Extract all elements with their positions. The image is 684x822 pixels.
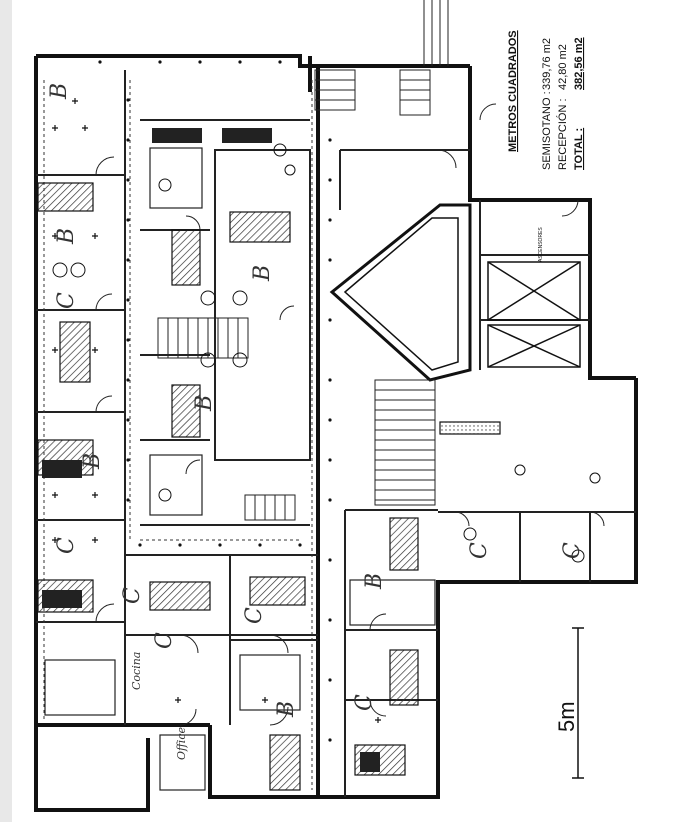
room-letter: C bbox=[152, 632, 177, 649]
kitchen-label: Cocina bbox=[130, 652, 143, 690]
legend-value-recepcion: 42,80 m2 bbox=[557, 44, 569, 90]
door-swings bbox=[95, 103, 605, 726]
atrium-triangle bbox=[329, 203, 472, 382]
bed bbox=[171, 229, 201, 286]
interior-walls bbox=[36, 70, 636, 797]
room-letter: B bbox=[54, 228, 79, 245]
bed bbox=[37, 182, 94, 212]
legend-label-recepcion: RECEPCIÓN : bbox=[556, 98, 569, 170]
legend-value-total: 382,56 m2 bbox=[573, 37, 585, 90]
room-letter: C bbox=[120, 587, 145, 604]
area-legend: METROS CUADRADOS bbox=[507, 30, 519, 152]
legend-labels: SEMISOTANO : RECEPCIÓN : TOTAL : 339,76 … bbox=[541, 37, 585, 170]
bed bbox=[149, 581, 211, 611]
fixtures bbox=[52, 143, 601, 563]
light-points bbox=[52, 98, 381, 723]
legend-label-semisotano: SEMISOTANO : bbox=[541, 91, 553, 170]
scale-bar bbox=[572, 627, 584, 779]
exterior-walls bbox=[34, 54, 638, 812]
room-letter: C bbox=[54, 537, 79, 554]
room-letters: B B C B C B B B C C B C C C C bbox=[47, 83, 585, 718]
bed bbox=[249, 576, 306, 606]
room-letter: B bbox=[192, 395, 217, 412]
room-letter: B bbox=[274, 701, 299, 718]
ceiling-lights bbox=[98, 60, 332, 742]
room-letter: C bbox=[54, 292, 79, 309]
window-frame bbox=[423, 0, 449, 66]
bed bbox=[389, 517, 419, 571]
reception-desk bbox=[439, 421, 501, 435]
beds bbox=[37, 182, 419, 791]
main-staircase bbox=[157, 69, 436, 521]
room-letter: C bbox=[467, 542, 492, 559]
elevator-shafts bbox=[487, 261, 581, 368]
scale-label: 5m bbox=[554, 701, 579, 732]
room-letter: B bbox=[80, 453, 105, 470]
bed bbox=[269, 734, 301, 791]
bed bbox=[229, 211, 291, 243]
room-letter: B bbox=[250, 265, 275, 282]
bed bbox=[389, 649, 419, 706]
bed bbox=[171, 384, 201, 438]
ascensores-label: ASCENSORES bbox=[538, 227, 544, 262]
room-letter: B bbox=[47, 83, 72, 100]
wardrobes bbox=[42, 128, 380, 772]
corridor-lines bbox=[43, 80, 313, 790]
room-letter: C bbox=[242, 607, 267, 624]
bathrooms bbox=[44, 147, 436, 791]
bed bbox=[59, 321, 91, 383]
legend-title: METROS CUADRADOS bbox=[507, 30, 519, 152]
legend-value-semisotano: 339,76 m2 bbox=[541, 38, 553, 90]
room-letter: C bbox=[352, 694, 377, 711]
room-letter: C bbox=[560, 542, 585, 559]
legend-label-total: TOTAL : bbox=[573, 128, 585, 170]
scan-margin bbox=[0, 0, 12, 822]
office-label: Office bbox=[175, 727, 188, 760]
room-letter: B bbox=[362, 573, 387, 590]
